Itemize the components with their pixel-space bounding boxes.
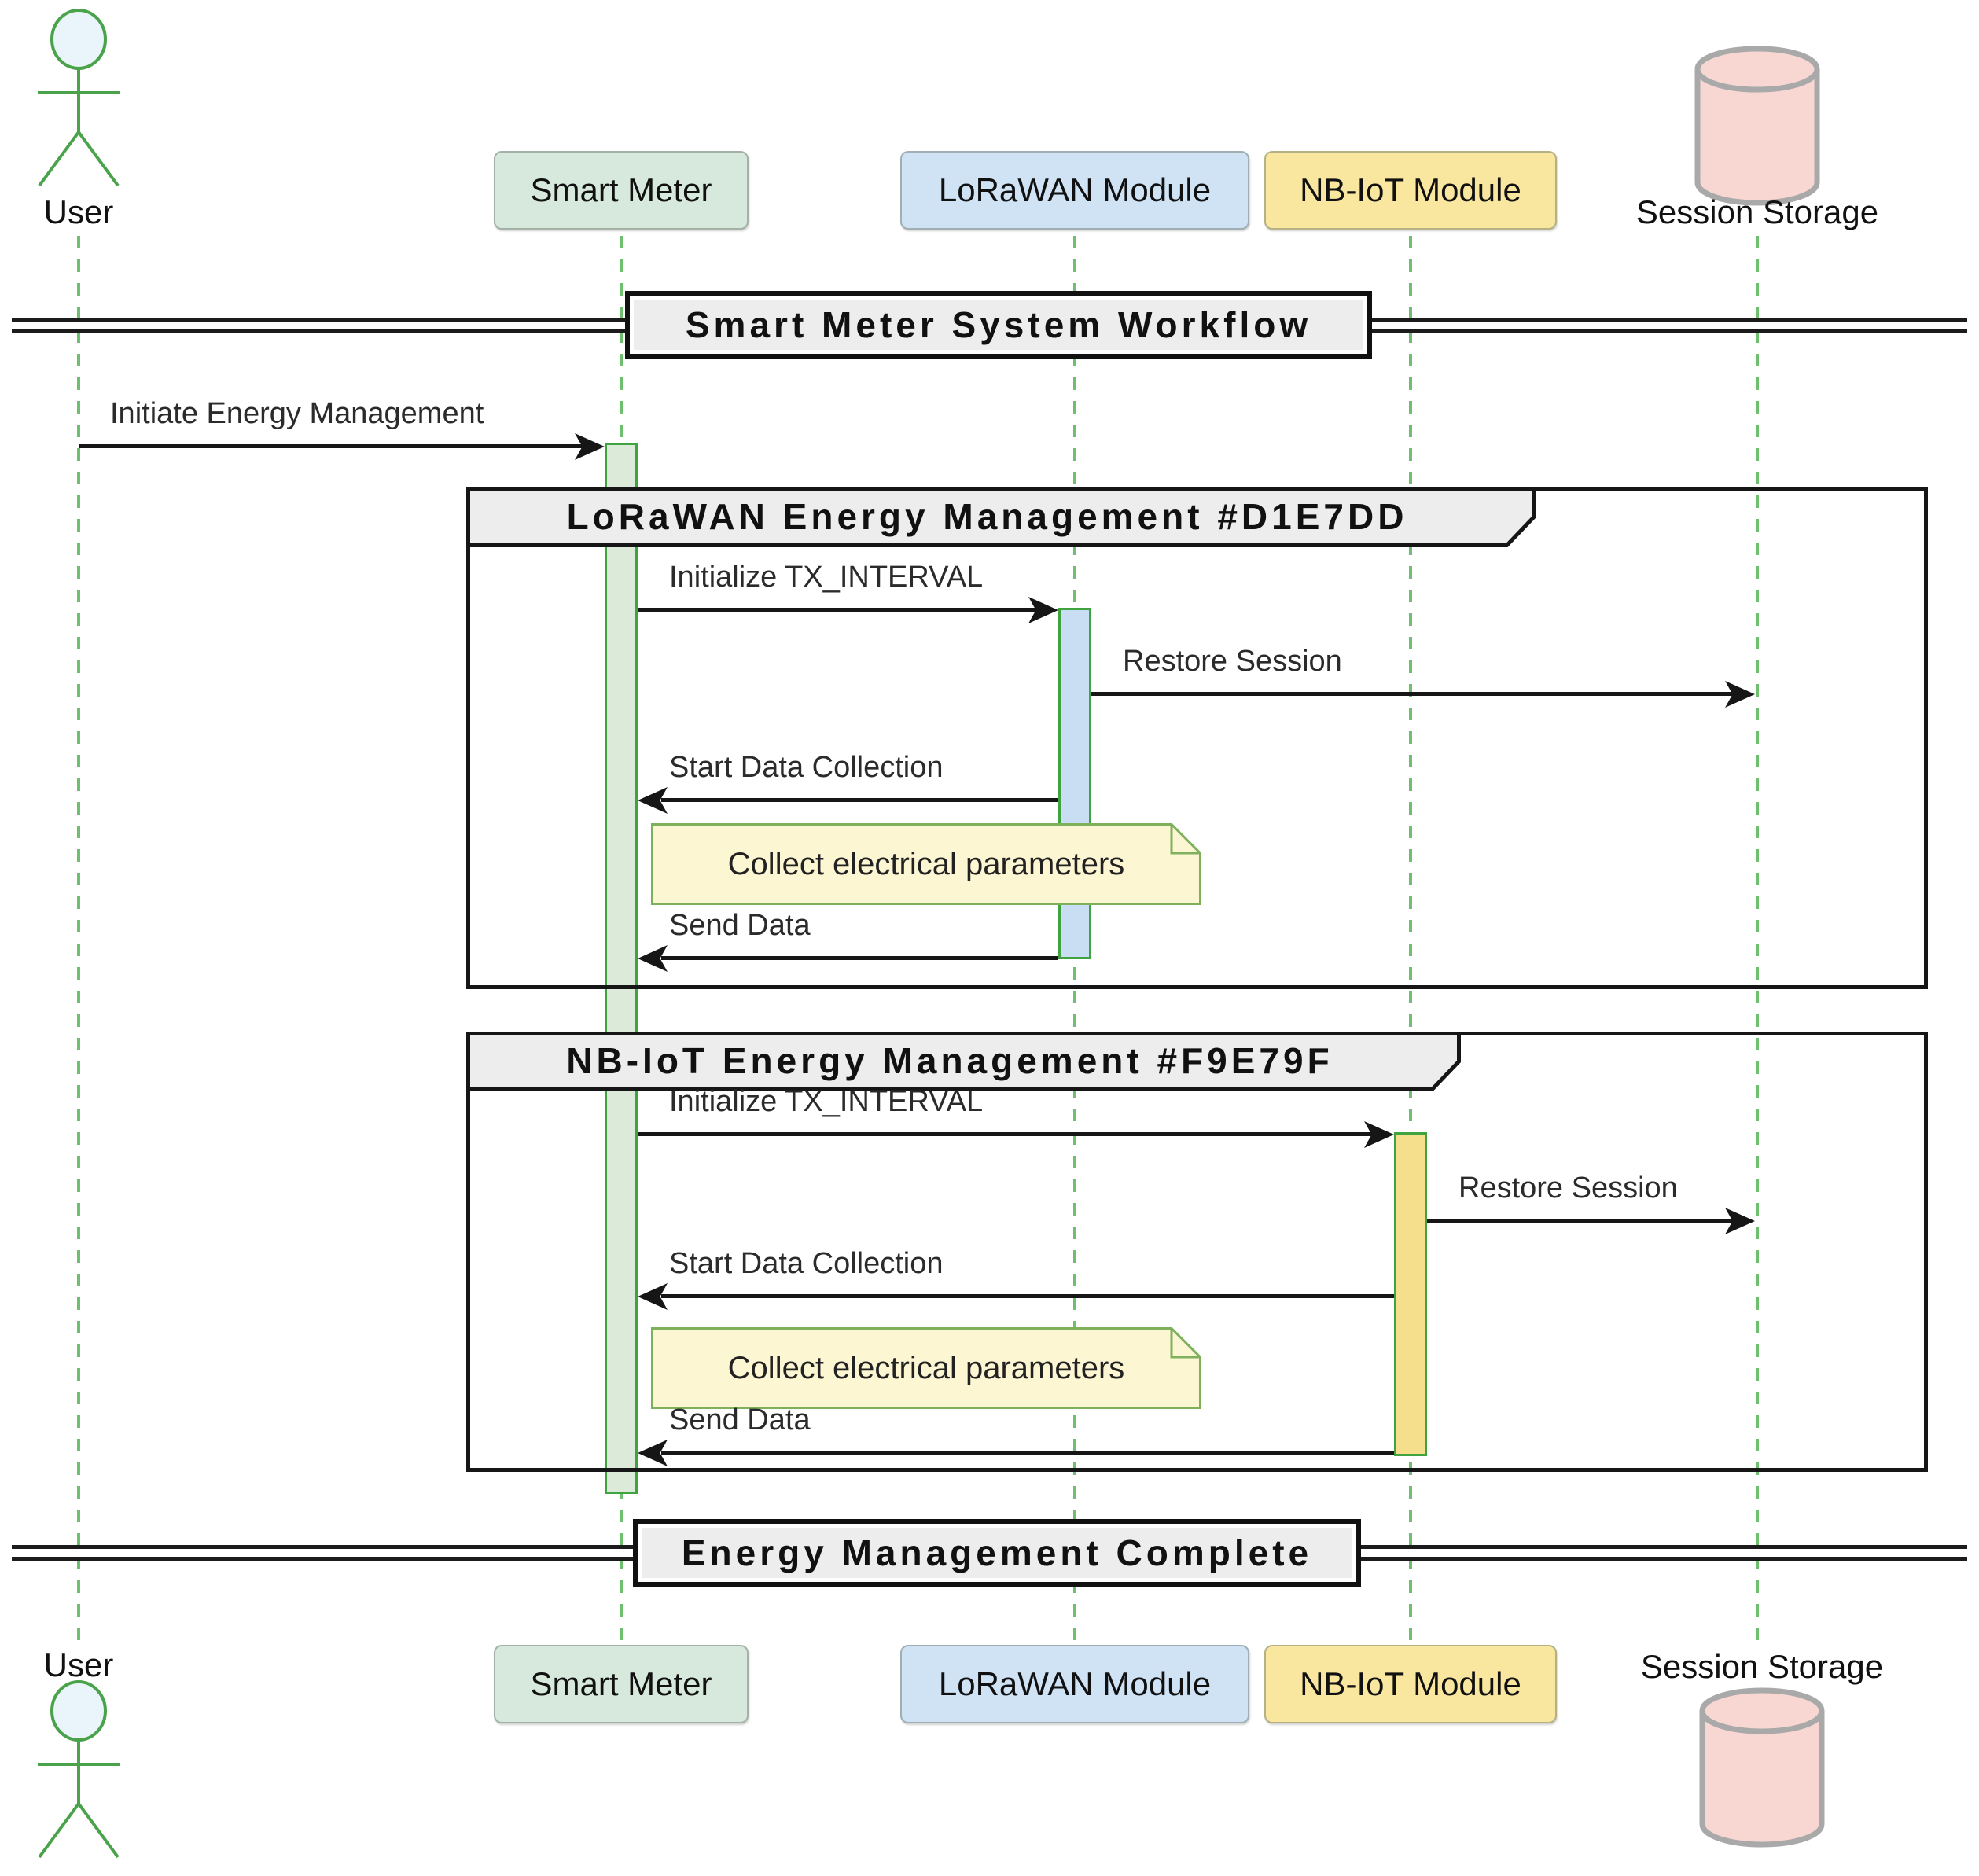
message-restore-session-1: Restore Session — [1123, 645, 1342, 678]
activation-nbiot-module — [1394, 1132, 1427, 1456]
message-initiate-energy-management: Initiate Energy Management — [110, 397, 484, 430]
note-collect-electrical-parameters-1 — [651, 823, 1201, 905]
actor-user-icon-bottom — [16, 1679, 142, 1862]
participant-box-lorawan-module-bottom: LoRaWAN Module — [900, 1645, 1249, 1723]
divider-energy-management-complete: Energy Management Complete — [633, 1519, 1361, 1587]
arrow-restore-session-1 — [1091, 692, 1736, 696]
arrow-send-data-1 — [661, 956, 1058, 960]
arrow-initialize-tx-interval-1 — [638, 608, 1039, 612]
lifeline-session-storage — [1756, 236, 1759, 1645]
database-icon-top — [1694, 46, 1820, 206]
arrow-initiate-energy-management — [79, 444, 586, 448]
participant-box-nbiot-module-top: NB-IoT Module — [1264, 151, 1557, 230]
message-restore-session-2: Restore Session — [1459, 1172, 1678, 1205]
message-start-data-collection-1: Start Data Collection — [669, 751, 944, 784]
message-initialize-tx-interval-1: Initialize TX_INTERVAL — [669, 561, 984, 594]
arrow-restore-session-2 — [1427, 1219, 1736, 1223]
message-send-data-2: Send Data — [669, 1403, 811, 1436]
note-label-2: Collect electrical parameters — [727, 1350, 1125, 1385]
arrow-start-data-collection-1 — [661, 798, 1058, 802]
participant-box-smart-meter-bottom: Smart Meter — [494, 1645, 749, 1723]
lifeline-user — [77, 236, 80, 1645]
note-collect-electrical-parameters-2 — [651, 1327, 1201, 1409]
participant-label-user-top: User — [43, 193, 114, 230]
divider-smart-meter-system-workflow: Smart Meter System Workflow — [625, 291, 1372, 359]
participant-box-smart-meter-top: Smart Meter — [494, 151, 749, 230]
actor-user-icon-top — [16, 8, 142, 190]
database-icon-bottom — [1699, 1687, 1825, 1848]
participant-box-nbiot-module-bottom: NB-IoT Module — [1264, 1645, 1557, 1723]
participant-label-session-storage-bottom: Session Storage — [1640, 1648, 1884, 1685]
message-initialize-tx-interval-2: Initialize TX_INTERVAL — [669, 1085, 984, 1118]
frame-tab-lorawan — [466, 487, 1539, 547]
message-start-data-collection-2: Start Data Collection — [669, 1247, 944, 1280]
participant-label-session-storage-top: Session Storage — [1635, 193, 1879, 230]
arrow-send-data-2 — [661, 1451, 1394, 1455]
frame-label-lorawan: LoRaWAN Energy Management #D1E7DD — [566, 496, 1408, 537]
participant-label-user-bottom: User — [43, 1646, 114, 1683]
frame-tab-nbiot — [466, 1032, 1465, 1091]
lifeline-nbiot-module — [1409, 236, 1412, 1645]
arrow-initialize-tx-interval-2 — [638, 1132, 1375, 1136]
message-send-data-1: Send Data — [669, 909, 811, 942]
arrow-start-data-collection-2 — [661, 1294, 1394, 1298]
participant-box-lorawan-module-top: LoRaWAN Module — [900, 151, 1249, 230]
frame-label-nbiot: NB-IoT Energy Management #F9E79F — [566, 1040, 1333, 1081]
note-label-1: Collect electrical parameters — [727, 846, 1125, 881]
activation-smart-meter — [605, 443, 638, 1494]
